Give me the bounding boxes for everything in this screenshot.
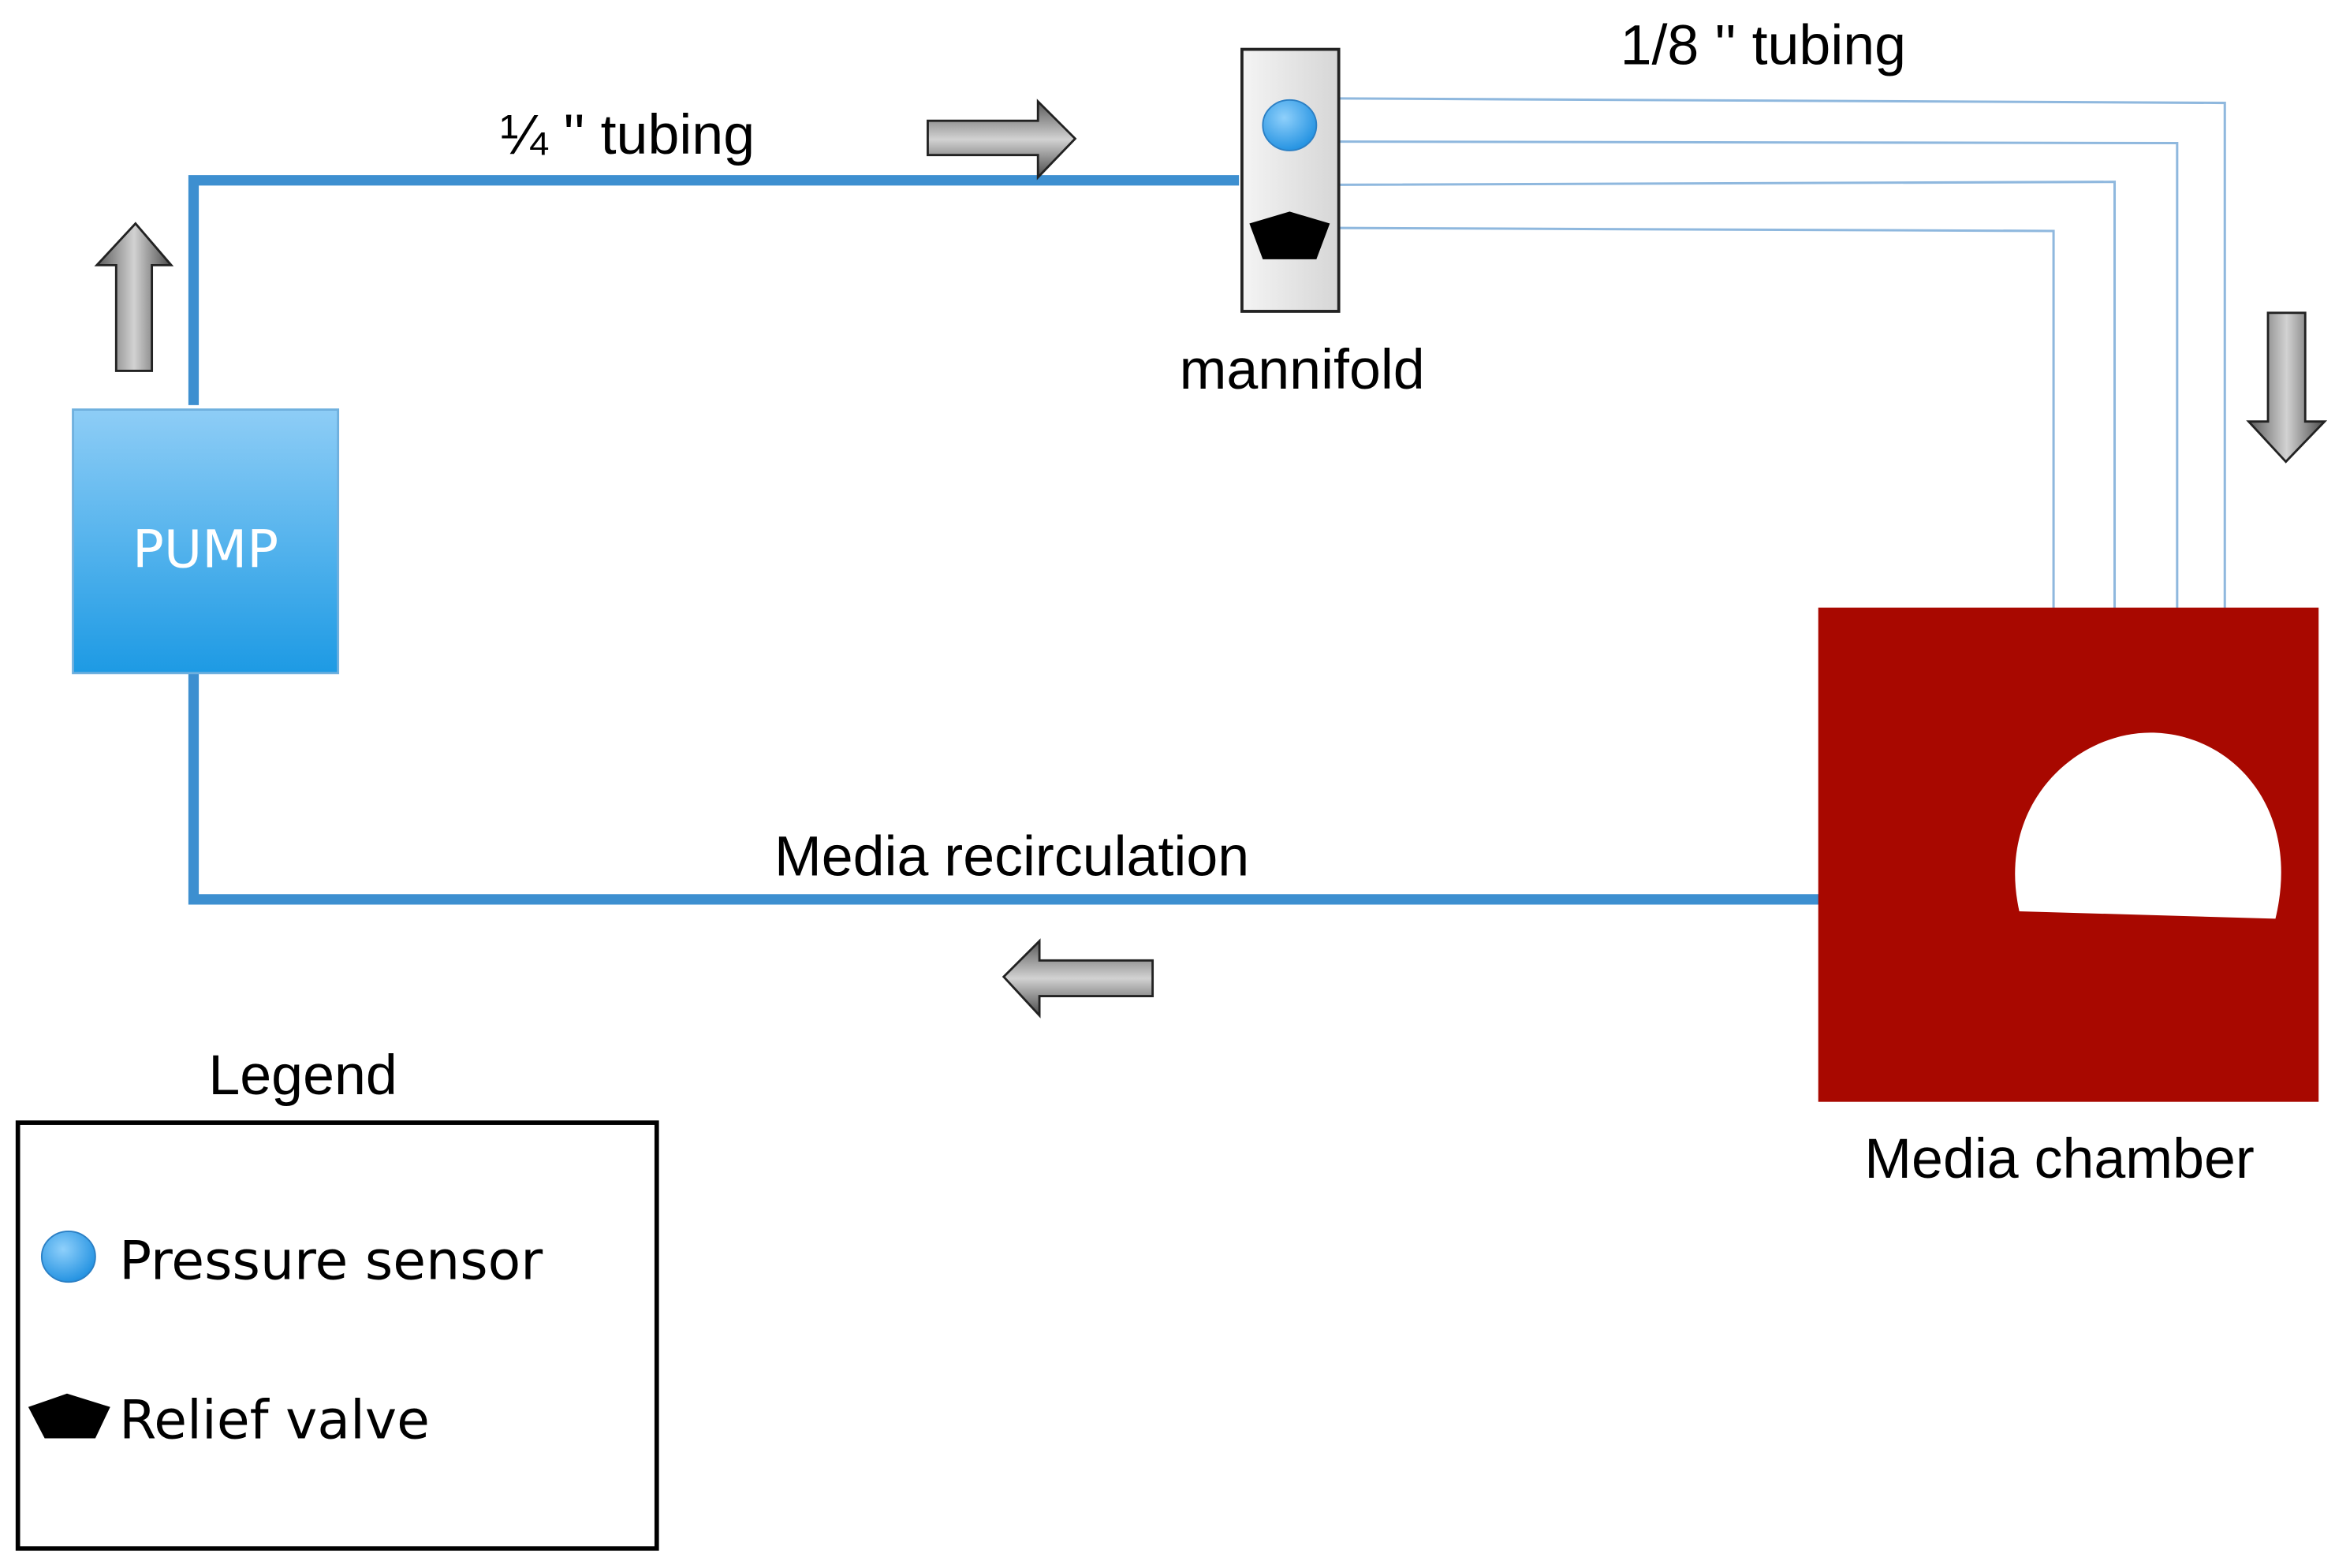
pump-body bbox=[72, 408, 340, 675]
manifold bbox=[1240, 47, 1341, 313]
arrow-down-icon bbox=[2246, 311, 2328, 464]
media-recirculation-label: Media recirculation bbox=[774, 825, 1249, 888]
manifold-pressure-sensor-icon bbox=[1262, 99, 1318, 151]
pump: PUMP bbox=[72, 408, 340, 675]
legend-pressure-sensor-label: Pressure sensor bbox=[119, 1230, 543, 1292]
quarter-tubing-label: ¼ '' tubing bbox=[501, 103, 755, 166]
manifold-body bbox=[1240, 47, 1341, 313]
pump-label: PUMP bbox=[132, 520, 278, 580]
legend-pressure-sensor-icon bbox=[40, 1231, 96, 1283]
thin-tubing-lines bbox=[1340, 97, 2226, 757]
arrow-left-icon bbox=[1002, 938, 1154, 1019]
legend-relief-valve-label: Relief valve bbox=[119, 1389, 430, 1451]
arrow-up-icon bbox=[94, 222, 174, 372]
thin-tubing-line-2 bbox=[1340, 140, 2179, 724]
thin-tubing-line-4 bbox=[1340, 226, 2055, 757]
manifold-label: mannifold bbox=[1180, 338, 1425, 401]
arrow-right-icon bbox=[927, 99, 1077, 181]
media-chamber bbox=[1818, 607, 2319, 1102]
legend-title: Legend bbox=[208, 1044, 397, 1107]
flow-arrows bbox=[94, 99, 2328, 1019]
eighth-tubing-label: 1/8 '' tubing bbox=[1621, 13, 1906, 76]
legend-box bbox=[15, 1120, 659, 1551]
thin-tubing-line-3 bbox=[1340, 181, 2117, 721]
media-chamber-dome bbox=[2015, 732, 2281, 919]
main-tubing-loop bbox=[188, 175, 1820, 905]
media-chamber-label: Media chamber bbox=[1864, 1127, 2255, 1190]
main-tubing-bottom bbox=[188, 672, 1820, 905]
legend: Legend Pressure sensor Relief valve bbox=[15, 1044, 659, 1551]
thin-tubing-line-1 bbox=[1340, 97, 2226, 757]
manifold-relief-valve-icon bbox=[1249, 211, 1330, 259]
main-tubing-top bbox=[188, 175, 1240, 405]
legend-relief-valve-icon bbox=[28, 1393, 110, 1439]
